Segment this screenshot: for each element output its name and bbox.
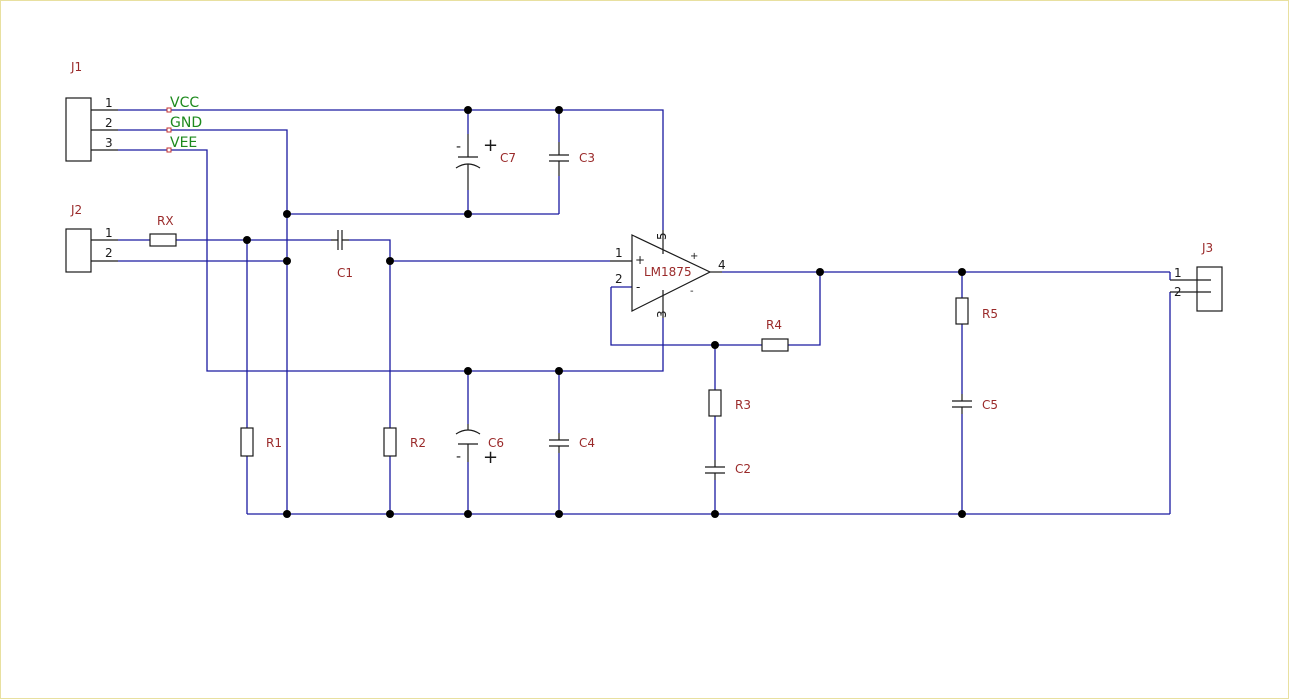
capacitor-c4: C4 bbox=[549, 433, 595, 453]
wires bbox=[118, 109, 1171, 515]
svg-text:R4: R4 bbox=[766, 318, 782, 332]
junctions bbox=[243, 106, 966, 518]
net-label-vee: VEE bbox=[170, 135, 197, 151]
junction-dot bbox=[816, 268, 824, 276]
amp-pin-1: 1 bbox=[615, 246, 623, 260]
junction-dot bbox=[464, 106, 472, 114]
amp-pin-2: 2 bbox=[615, 272, 623, 286]
svg-text:C1: C1 bbox=[337, 266, 353, 280]
resistor-r5: R5 bbox=[955, 297, 998, 325]
amp-pin-4: 4 bbox=[718, 258, 726, 272]
amp-pin-3: 3 bbox=[655, 310, 669, 318]
amp-pin-5: 5 bbox=[655, 232, 669, 240]
amp-supply-minus: - bbox=[690, 286, 694, 297]
capacitor-c1: C1 bbox=[331, 230, 353, 280]
svg-text:R2: R2 bbox=[410, 436, 426, 450]
j2-pin-2: 2 bbox=[105, 246, 113, 260]
resistor-r3: R3 bbox=[708, 389, 751, 417]
resistor-rx: RX bbox=[149, 214, 177, 247]
svg-text:R3: R3 bbox=[735, 398, 751, 412]
svg-text:C5: C5 bbox=[982, 398, 998, 412]
junction-dot bbox=[555, 367, 563, 375]
junction-dot bbox=[464, 367, 472, 375]
svg-text:C7: C7 bbox=[500, 151, 516, 165]
svg-text:R5: R5 bbox=[982, 307, 998, 321]
connector-j1: J1 1 2 3 VCC GND VEE bbox=[65, 60, 202, 162]
junction-dot bbox=[958, 268, 966, 276]
junction-dot bbox=[283, 210, 291, 218]
c6-plus-sign: + bbox=[483, 447, 498, 468]
junction-dot bbox=[555, 106, 563, 114]
j3-pin-1: 1 bbox=[1174, 266, 1182, 280]
vcc-wire bbox=[118, 109, 664, 230]
capacitor-c6: + - C6 bbox=[455, 424, 504, 468]
svg-text:C3: C3 bbox=[579, 151, 595, 165]
net-label-vcc: VCC bbox=[170, 95, 199, 111]
amp-plus-input: + bbox=[635, 253, 645, 267]
amp-minus-input: - bbox=[636, 280, 640, 294]
j2-pin-1: 1 bbox=[105, 226, 113, 240]
capacitor-c7: + - C7 bbox=[455, 134, 516, 190]
j3-ref: J3 bbox=[1201, 241, 1213, 255]
j3-pin-2: 2 bbox=[1174, 285, 1182, 299]
junction-dot bbox=[283, 510, 291, 518]
junction-dot bbox=[283, 257, 291, 265]
amp-name: LM1875 bbox=[644, 265, 692, 279]
junction-dot bbox=[555, 510, 563, 518]
c6-minus-sign: - bbox=[456, 449, 461, 465]
junction-dot bbox=[243, 236, 251, 244]
junction-dot bbox=[386, 510, 394, 518]
vee-wire bbox=[118, 149, 664, 372]
junction-dot bbox=[958, 510, 966, 518]
j1-pin-2: 2 bbox=[105, 116, 113, 130]
amp-supply-plus: + bbox=[690, 251, 698, 262]
junction-dot bbox=[711, 510, 719, 518]
capacitor-c3: C3 bbox=[549, 142, 595, 176]
svg-text:R1: R1 bbox=[266, 436, 282, 450]
j2-ref: J2 bbox=[70, 203, 82, 217]
svg-text:C2: C2 bbox=[735, 462, 751, 476]
svg-text:C4: C4 bbox=[579, 436, 595, 450]
gnd-wire bbox=[118, 129, 288, 514]
net-label-gnd: GND bbox=[170, 115, 202, 131]
capacitor-c2: C2 bbox=[705, 460, 751, 480]
junction-dot bbox=[711, 341, 719, 349]
capacitor-c5: C5 bbox=[952, 394, 998, 414]
svg-text:RX: RX bbox=[157, 214, 174, 228]
resistor-r1: R1 bbox=[240, 427, 282, 457]
svg-text:C6: C6 bbox=[488, 436, 504, 450]
connector-j2: J2 1 2 bbox=[65, 203, 118, 273]
c7-plus-sign: + bbox=[483, 135, 498, 156]
j1-pin-3: 3 bbox=[105, 136, 113, 150]
amplifier-lm1875: LM1875 1 2 3 4 5 + - + - bbox=[610, 230, 726, 318]
connector-j3: J3 1 2 bbox=[1169, 241, 1223, 312]
resistor-r4: R4 bbox=[761, 318, 789, 352]
j1-pin-1: 1 bbox=[105, 96, 113, 110]
c7-minus-sign: - bbox=[456, 139, 461, 155]
junction-dot bbox=[386, 257, 394, 265]
resistor-r2: R2 bbox=[383, 427, 426, 457]
junction-dot bbox=[464, 510, 472, 518]
junction-dot bbox=[464, 210, 472, 218]
j1-ref: J1 bbox=[70, 60, 82, 74]
